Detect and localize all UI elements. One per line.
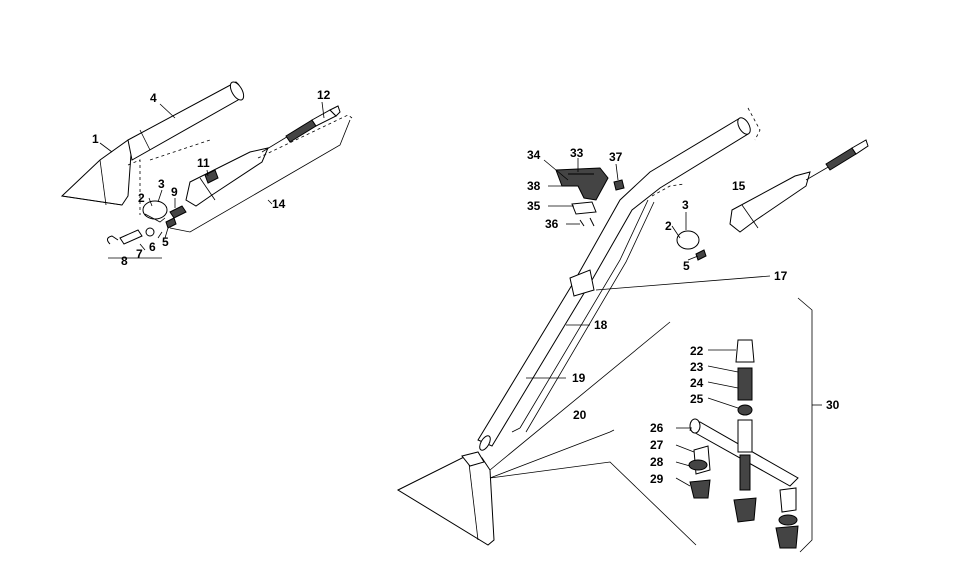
wand-assembly bbox=[477, 107, 869, 451]
label-6: 6 bbox=[149, 240, 156, 254]
label-5b: 5 bbox=[683, 259, 690, 273]
label-25: 25 bbox=[690, 392, 704, 406]
leader-lines-left bbox=[99, 101, 325, 251]
label-15: 15 bbox=[732, 179, 746, 193]
label-17: 17 bbox=[774, 269, 788, 283]
label-3b: 3 bbox=[682, 198, 689, 212]
label-29: 29 bbox=[650, 472, 664, 486]
label-35: 35 bbox=[527, 199, 541, 213]
floor-tool-head bbox=[396, 454, 495, 546]
leader-lines-right bbox=[526, 158, 771, 487]
label-26: 26 bbox=[650, 421, 664, 435]
tool-head bbox=[60, 139, 133, 206]
label-28: 28 bbox=[650, 455, 664, 469]
label-11: 11 bbox=[197, 156, 210, 170]
label-30: 30 bbox=[826, 398, 840, 412]
valve-body bbox=[735, 339, 755, 363]
label-18: 18 bbox=[594, 318, 608, 332]
hose-coupling bbox=[285, 119, 317, 143]
wand-tube bbox=[477, 117, 750, 447]
upholstery-tool-assembly bbox=[60, 81, 353, 259]
fitting bbox=[169, 205, 187, 219]
spray-line bbox=[519, 199, 649, 429]
floor-tool bbox=[396, 321, 697, 546]
label-38: 38 bbox=[527, 179, 541, 193]
screw bbox=[165, 217, 177, 229]
wand-bracket bbox=[555, 167, 609, 201]
part-labels: 1 4 12 11 3 2 9 14 6 5 7 8 33 34 37 38 3… bbox=[92, 88, 840, 486]
label-23: 23 bbox=[690, 360, 704, 374]
clamp-ring bbox=[142, 200, 168, 220]
label-14: 14 bbox=[272, 197, 286, 211]
bracket-plate bbox=[571, 201, 597, 215]
label-3a: 3 bbox=[158, 177, 165, 191]
label-34: 34 bbox=[527, 148, 541, 162]
label-9: 9 bbox=[171, 185, 178, 199]
label-36: 36 bbox=[545, 217, 559, 231]
label-20: 20 bbox=[573, 408, 587, 422]
label-19: 19 bbox=[572, 371, 586, 385]
label-1: 1 bbox=[92, 132, 99, 146]
label-7: 7 bbox=[136, 247, 143, 261]
wand-clip bbox=[569, 269, 595, 297]
label-24: 24 bbox=[690, 376, 704, 390]
label-4: 4 bbox=[150, 91, 157, 105]
label-33: 33 bbox=[570, 146, 584, 160]
label-2b: 2 bbox=[665, 219, 672, 233]
wand-clamp-ring bbox=[676, 230, 700, 250]
label-2a: 2 bbox=[138, 191, 145, 205]
label-22: 22 bbox=[690, 344, 704, 358]
label-5a: 5 bbox=[162, 235, 169, 249]
spray-manifold bbox=[688, 297, 822, 553]
label-8: 8 bbox=[121, 254, 128, 268]
trigger-handle bbox=[185, 147, 269, 207]
spring-clip bbox=[119, 229, 143, 245]
label-37: 37 bbox=[609, 150, 623, 164]
label-27: 27 bbox=[650, 438, 664, 452]
label-12: 12 bbox=[317, 88, 331, 102]
